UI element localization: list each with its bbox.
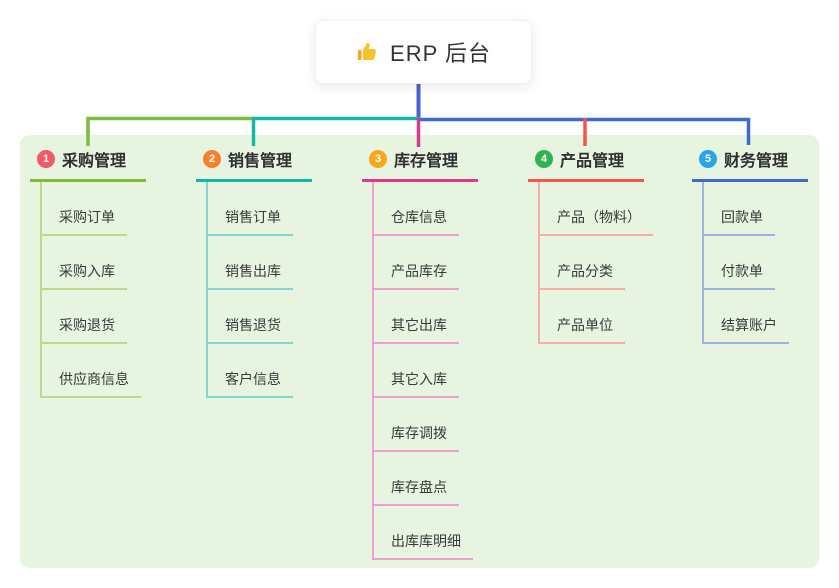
root-title: ERP 后台 — [390, 41, 491, 66]
child-item-label[interactable]: 结算账户 — [704, 315, 789, 344]
child-item[interactable]: 仓库信息 — [374, 182, 478, 236]
branch-topic[interactable]: 3 库存管理 — [362, 147, 478, 182]
child-item-label[interactable]: 销售退货 — [208, 315, 293, 344]
root-node[interactable]: ERP 后台 — [315, 20, 532, 84]
mindmap-container: 1 采购管理 采购订单 采购入库 采购退货 供应商信息 2 销售管理 销售订单 … — [20, 135, 819, 568]
branch-children: 回款单 付款单 结算账户 — [702, 182, 808, 344]
child-item-label[interactable]: 销售出库 — [208, 261, 293, 290]
child-item[interactable]: 采购退货 — [42, 290, 146, 344]
branch-topic[interactable]: 2 销售管理 — [196, 147, 312, 182]
child-item[interactable]: 产品分类 — [540, 236, 653, 290]
child-item-label[interactable]: 仓库信息 — [374, 207, 459, 236]
branch-children: 采购订单 采购入库 采购退货 供应商信息 — [40, 182, 146, 398]
branch-topic[interactable]: 4 产品管理 — [528, 147, 644, 182]
child-item[interactable]: 产品单位 — [540, 290, 653, 344]
badge-number: 2 — [203, 150, 221, 168]
child-item[interactable]: 产品（物料） — [540, 182, 653, 236]
badge-number: 1 — [37, 150, 55, 168]
branch-topic-label: 产品管理 — [560, 153, 625, 170]
branch-topic-label: 财务管理 — [724, 153, 789, 170]
child-item[interactable]: 其它入库 — [374, 344, 478, 398]
child-item[interactable]: 产品库存 — [374, 236, 478, 290]
child-item-label[interactable]: 采购订单 — [42, 207, 127, 236]
child-item-label[interactable]: 出库库明细 — [374, 531, 473, 560]
child-item[interactable]: 结算账户 — [704, 290, 808, 344]
child-item[interactable]: 销售订单 — [208, 182, 312, 236]
branch-topic-label: 采购管理 — [62, 153, 127, 170]
child-item[interactable]: 付款单 — [704, 236, 808, 290]
child-item-label[interactable]: 采购退货 — [42, 315, 127, 344]
child-item[interactable]: 客户信息 — [208, 344, 312, 398]
thumbs-up-icon — [356, 40, 380, 64]
child-item-label[interactable]: 产品单位 — [540, 315, 625, 344]
child-item-label[interactable]: 库存盘点 — [374, 477, 459, 506]
child-item-label[interactable]: 其它入库 — [374, 369, 459, 398]
branch-children: 仓库信息 产品库存 其它出库 其它入库 库存调拨 库存盘点 出库库明细 — [372, 182, 478, 560]
branch-topic-label: 库存管理 — [394, 153, 459, 170]
child-item-label[interactable]: 回款单 — [704, 207, 775, 236]
badge-number: 5 — [699, 150, 717, 168]
branch-purchase: 1 采购管理 采购订单 采购入库 采购退货 供应商信息 — [30, 147, 146, 398]
child-item-label[interactable]: 产品分类 — [540, 261, 625, 290]
child-item-label[interactable]: 产品（物料） — [540, 207, 653, 236]
child-item-label[interactable]: 采购入库 — [42, 261, 127, 290]
child-item[interactable]: 供应商信息 — [42, 344, 146, 398]
child-item-label[interactable]: 销售订单 — [208, 207, 293, 236]
child-item[interactable]: 采购入库 — [42, 236, 146, 290]
branch-product: 4 产品管理 产品（物料） 产品分类 产品单位 — [528, 147, 653, 344]
child-item-label[interactable]: 其它出库 — [374, 315, 459, 344]
branch-inventory: 3 库存管理 仓库信息 产品库存 其它出库 其它入库 库存调拨 库存盘点 出库库… — [362, 147, 478, 560]
child-item[interactable]: 回款单 — [704, 182, 808, 236]
child-item[interactable]: 库存盘点 — [374, 452, 478, 506]
badge-number: 4 — [535, 150, 553, 168]
branch-topic-label: 销售管理 — [228, 153, 293, 170]
child-item[interactable]: 销售退货 — [208, 290, 312, 344]
child-item-label[interactable]: 产品库存 — [374, 261, 459, 290]
branch-topic[interactable]: 1 采购管理 — [30, 147, 146, 182]
branch-children: 产品（物料） 产品分类 产品单位 — [538, 182, 653, 344]
child-item[interactable]: 采购订单 — [42, 182, 146, 236]
badge-number: 3 — [369, 150, 387, 168]
child-item-label[interactable]: 库存调拨 — [374, 423, 459, 452]
branch-finance: 5 财务管理 回款单 付款单 结算账户 — [692, 147, 808, 344]
child-item[interactable]: 出库库明细 — [374, 506, 478, 560]
child-item-label[interactable]: 供应商信息 — [42, 369, 141, 398]
child-item-label[interactable]: 客户信息 — [208, 369, 293, 398]
child-item[interactable]: 其它出库 — [374, 290, 478, 344]
child-item[interactable]: 销售出库 — [208, 236, 312, 290]
branch-sales: 2 销售管理 销售订单 销售出库 销售退货 客户信息 — [196, 147, 312, 398]
branch-topic[interactable]: 5 财务管理 — [692, 147, 808, 182]
branch-children: 销售订单 销售出库 销售退货 客户信息 — [206, 182, 312, 398]
child-item[interactable]: 库存调拨 — [374, 398, 478, 452]
child-item-label[interactable]: 付款单 — [704, 261, 775, 290]
